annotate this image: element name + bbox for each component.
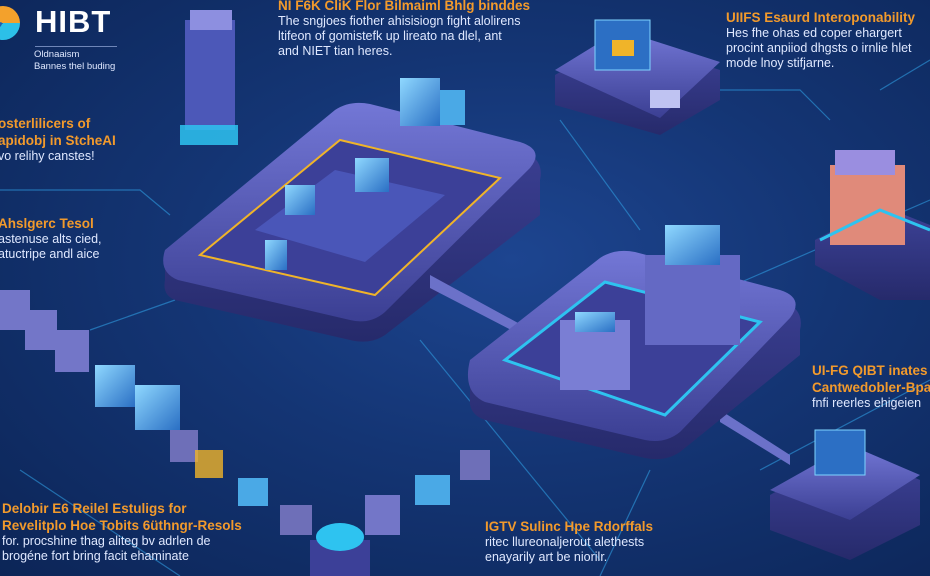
callout-line: vo relihy canstes!: [0, 149, 95, 163]
server-tower: [400, 78, 440, 126]
logo-subtitle: Bannes thel buding: [34, 61, 116, 72]
callout-line: Cantwedobler-Bpa: [812, 380, 930, 395]
logo-divider: [35, 46, 117, 47]
callout-title: Ahslgerc Tesol: [0, 216, 94, 231]
platform-bottom-right: [770, 429, 920, 560]
callout-title: Delobir E6 Reilel Estuligs for: [2, 501, 187, 516]
callout-bottom-center: IGTV Sulinc Hpe Rdorffals ritec llureona…: [485, 518, 653, 565]
callout-title: NI F6K CliK Flor Bilmaiml Bhlg binddes: [278, 0, 531, 13]
logo-mark-icon: [0, 6, 20, 40]
tower-pillar: [180, 10, 238, 145]
callout-line: Hes fhe ohas ed coper ehargert: [726, 26, 902, 40]
callout-left-middle: Ahslgerc Tesol astenuse alts cied, atuct…: [0, 215, 102, 262]
callout-line: The sngjoes fiother ahisisiogn fight alo…: [278, 14, 521, 28]
callout-line: brogéne fort bring facit ehaminate: [2, 549, 189, 563]
callout-line: atuctripe andl aice: [0, 247, 100, 261]
callout-line: Revelitplo Hoe Tobits 6üthngr-Resols: [2, 518, 242, 533]
callout-line: procint anpiiod dhgsts o irnlie hlet: [726, 41, 912, 55]
callout-left-upper: osterlilicers of apidobj in StcheAI vo r…: [0, 115, 116, 164]
callout-top-center: NI F6K CliK Flor Bilmaiml Bhlg binddes T…: [278, 0, 530, 59]
callout-title: UI-FG QIBT inates: [812, 363, 928, 378]
logo-name: HIBT: [35, 4, 112, 39]
server-cube: [265, 240, 287, 270]
datacenter-building: [645, 255, 740, 345]
logo-subtitle: Oldnaaism: [34, 49, 80, 60]
main-platform-left: [163, 78, 541, 342]
callout-top-right: UIIFS Esaurd Interoponability Hes fhe oh…: [726, 9, 915, 71]
cube-row: [0, 290, 490, 576]
platform-right-center: [467, 225, 801, 460]
callout-line: apidobj in StcheAI: [0, 133, 116, 148]
callout-right-middle: UI-FG QIBT inates Cantwedobler-Bpa fnfi …: [812, 362, 930, 411]
server-cube: [355, 158, 389, 192]
callout-title: IGTV Sulinc Hpe Rdorffals: [485, 519, 654, 534]
callout-line: fnfi reerles ehigeien: [812, 396, 922, 410]
platform-top-right: [555, 19, 720, 135]
callout-line: and NIET tian heres.: [278, 44, 393, 58]
glowing-node: [316, 523, 364, 551]
bridge-connector: [720, 410, 790, 465]
server-cube: [285, 185, 315, 215]
callout-bottom-left: Delobir E6 Reilel Estuligs for Revelitpl…: [2, 500, 242, 564]
callout-title: UIIFS Esaurd Interoponability: [726, 10, 916, 25]
building-right: [815, 150, 930, 300]
callout-title: osterlilicers of: [0, 116, 91, 131]
callout-line: astenuse alts cied,: [0, 232, 102, 246]
callout-line: for. procshine thag aliteg bv adrlen de: [2, 534, 211, 548]
callout-line: enayarily art be niorilr.: [485, 550, 608, 564]
callout-line: ltifeon of gomistefk up lireato na dlel,…: [278, 29, 502, 43]
callout-line: mode lnoy stifjarne.: [726, 56, 835, 70]
callout-line: ritec llureonaljerout alethests: [485, 535, 645, 549]
